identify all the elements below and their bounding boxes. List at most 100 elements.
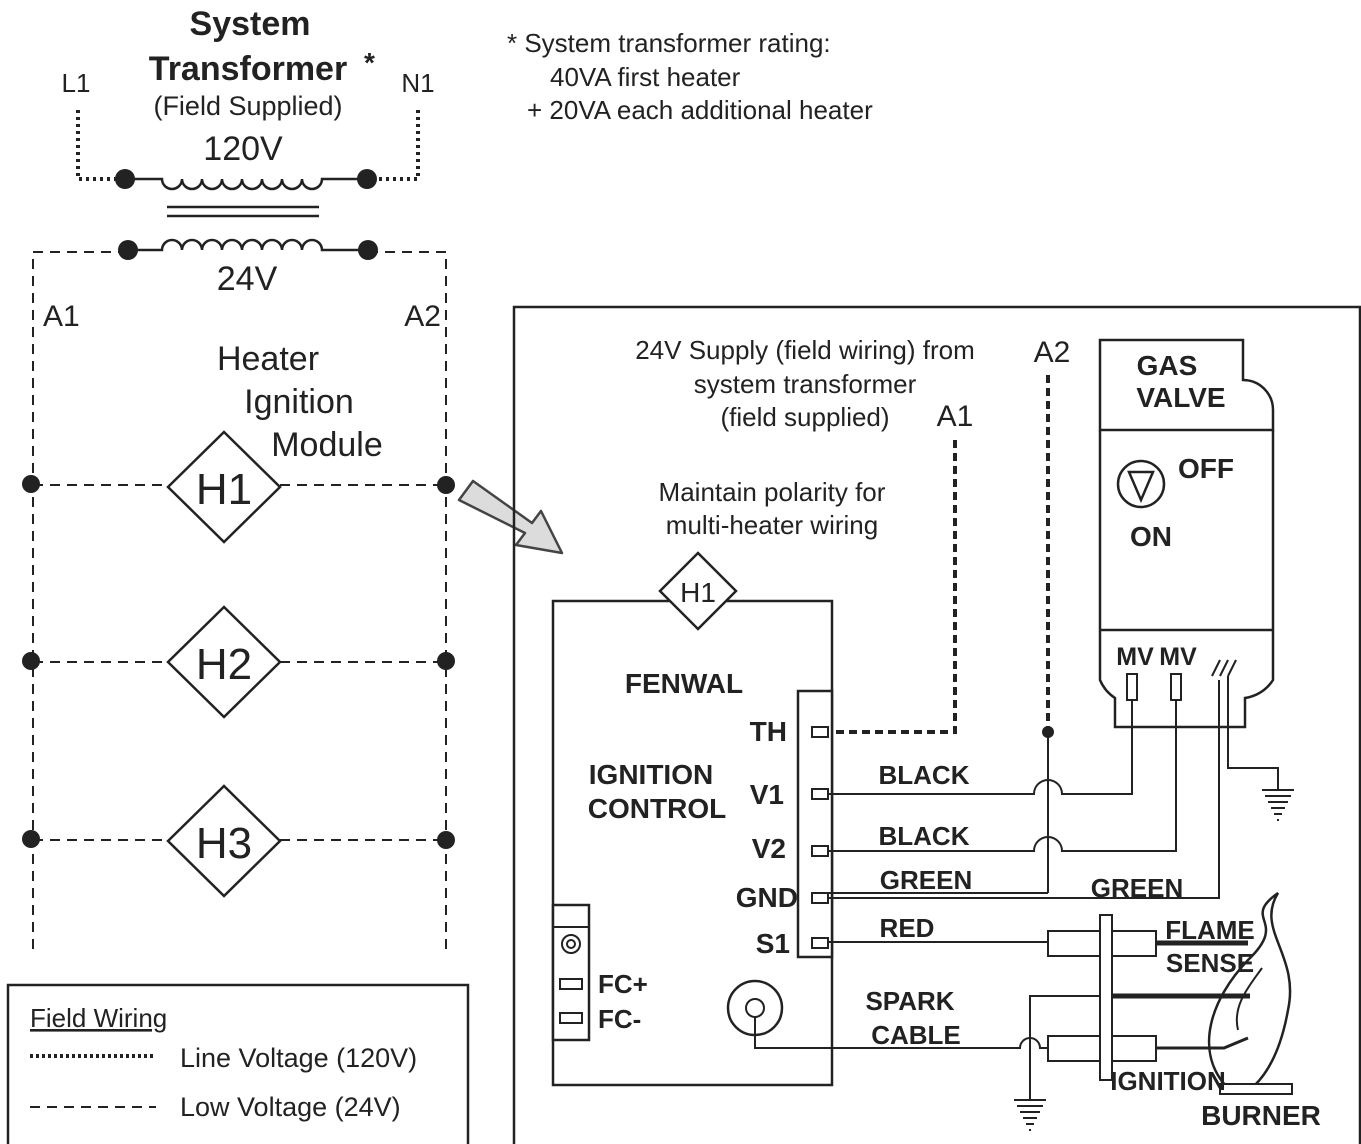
module-label-line1: Heater bbox=[217, 340, 319, 378]
heater-h3-node-right bbox=[437, 831, 455, 849]
burner-ground-icon bbox=[1014, 1099, 1046, 1131]
fc-plus-label: FC+ bbox=[598, 969, 648, 999]
flame-icon bbox=[1207, 891, 1292, 1086]
flame-inner-icon bbox=[1235, 967, 1263, 1031]
heater-h3-node-left bbox=[22, 830, 40, 848]
ignition-label: IGNITION bbox=[1110, 1066, 1226, 1096]
primary-terminal-left bbox=[115, 169, 135, 189]
v2-wire-label: BLACK bbox=[879, 821, 970, 851]
flame-sensor-insulator-right bbox=[1111, 930, 1157, 957]
transformer-title-line2: Transformer bbox=[149, 50, 347, 88]
brand-label: FENWAL bbox=[625, 668, 743, 699]
polarity-note-line2: multi-heater wiring bbox=[666, 510, 878, 540]
flame-sense-label-line1: FLAME bbox=[1165, 915, 1255, 945]
supply-note-line3: (field supplied) bbox=[720, 402, 889, 432]
terminal-gnd-label: GND bbox=[736, 882, 798, 913]
system-transformer: System Transformer * (Field Supplied) 12… bbox=[32, 5, 447, 955]
fc-minus-tab bbox=[559, 1012, 583, 1024]
legend-box bbox=[6, 983, 470, 1144]
detail-a2-label: A2 bbox=[1034, 336, 1071, 369]
gas-valve: GAS VALVE OFF ON MV MV bbox=[1098, 338, 1294, 821]
valve-direction-icon bbox=[1127, 470, 1155, 504]
detail-frame bbox=[512, 305, 1361, 1144]
heater-h2-label: H2 bbox=[196, 640, 252, 689]
terminal-th-tab bbox=[811, 726, 829, 738]
fc-led-inner bbox=[566, 939, 576, 949]
gas-valve-label-line1: GAS bbox=[1137, 350, 1198, 381]
heater-h1: H1 bbox=[22, 430, 455, 544]
heater-h1-diamond bbox=[166, 430, 282, 544]
secondary-terminal-left bbox=[118, 240, 138, 260]
terminal-v2-tab bbox=[811, 845, 829, 857]
rail-a2-label: A2 bbox=[404, 300, 441, 333]
heater-ignition-module-label: Heater Ignition Module bbox=[217, 340, 383, 464]
a1-field-wire bbox=[832, 440, 957, 734]
spark-output-inner bbox=[745, 998, 765, 1018]
valve-mv1-label: MV bbox=[1116, 643, 1154, 671]
valve-off-label: OFF bbox=[1178, 453, 1234, 484]
valve-earth-wire bbox=[1227, 676, 1279, 790]
module-label-line2: Ignition bbox=[244, 383, 354, 421]
gas-valve-lower-body bbox=[1098, 430, 1275, 729]
terminal-v1-label: V1 bbox=[750, 779, 784, 810]
terminal-th-label: TH bbox=[750, 716, 787, 747]
primary-coil bbox=[125, 177, 367, 191]
detail-panel: 24V Supply (field wiring) from system tr… bbox=[512, 305, 1361, 1144]
flame-sensor-insulator-left bbox=[1047, 930, 1101, 957]
valve-mv1-terminal bbox=[1126, 673, 1138, 701]
polarity-note-line1: Maintain polarity for bbox=[659, 477, 886, 507]
heater-h3-label: H3 bbox=[196, 819, 252, 868]
ignition-control: H1 FENWAL IGNITION CONTROL TH V1 V2 GND … bbox=[551, 551, 834, 1087]
heater-h2-node-right bbox=[437, 652, 455, 670]
rail-a2 bbox=[368, 251, 447, 955]
igniter-rod bbox=[1156, 1036, 1249, 1050]
secondary-coil bbox=[128, 238, 368, 252]
legend-title: Field Wiring bbox=[30, 1003, 167, 1033]
valve-chassis-ground-icon bbox=[1211, 659, 1237, 677]
rating-note: * System transformer rating: 40VA first … bbox=[507, 28, 873, 125]
s1-wire-label: RED bbox=[880, 913, 935, 943]
rail-a1-label: A1 bbox=[43, 300, 80, 333]
module-tag-diamond bbox=[658, 551, 738, 631]
line-terminal-label: L1 bbox=[62, 68, 91, 98]
gnd-valve-wire-label: GREEN bbox=[1091, 873, 1183, 903]
flame-sense-label-line2: SENSE bbox=[1166, 948, 1254, 978]
igniter-insulator-left bbox=[1047, 1035, 1101, 1062]
spark-cable bbox=[754, 1017, 1048, 1049]
rating-note-line1: * System transformer rating: bbox=[507, 28, 831, 58]
heater-h2: H2 bbox=[22, 605, 455, 719]
transformer-asterisk: * bbox=[364, 47, 375, 78]
control-label-line2: CONTROL bbox=[588, 793, 726, 824]
primary-voltage-label: 120V bbox=[203, 130, 283, 168]
legend-line-voltage-label: Line Voltage (120V) bbox=[180, 1043, 417, 1073]
fc-plus-tab bbox=[559, 978, 583, 990]
detail-a1-label: A1 bbox=[937, 400, 974, 433]
burner-ground-wire bbox=[1029, 995, 1105, 1100]
heater-h3: H3 bbox=[22, 784, 455, 898]
secondary-voltage-label: 24V bbox=[217, 260, 278, 298]
rail-a1 bbox=[32, 251, 128, 950]
gas-valve-body bbox=[1098, 338, 1275, 432]
terminal-s1-label: S1 bbox=[756, 928, 790, 959]
gnd-wire-label: GREEN bbox=[880, 865, 972, 895]
burner-port bbox=[1219, 1083, 1293, 1095]
rating-note-line3: + 20VA each additional heater bbox=[527, 95, 873, 125]
ignition-control-box bbox=[551, 599, 834, 1087]
gnd-wire bbox=[828, 680, 1220, 899]
legend-low-voltage-label: Low Voltage (24V) bbox=[180, 1092, 401, 1122]
spark-cable-label-line2: CABLE bbox=[871, 1020, 961, 1050]
module-label-line3: Module bbox=[271, 426, 383, 464]
detail-arrow-icon bbox=[457, 479, 564, 555]
valve-mv2-terminal bbox=[1170, 673, 1182, 701]
burner-bracket bbox=[1099, 914, 1113, 1081]
terminal-v2-label: V2 bbox=[752, 833, 786, 864]
fc-minus-label: FC- bbox=[598, 1004, 641, 1034]
v1-wire-label: BLACK bbox=[879, 760, 970, 790]
v2-wire bbox=[828, 700, 1177, 852]
secondary-terminal-right bbox=[358, 240, 378, 260]
transformer-subtitle: (Field Supplied) bbox=[153, 91, 342, 121]
rating-note-line2: 40VA first heater bbox=[550, 62, 741, 92]
line-voltage-lead-left bbox=[76, 110, 125, 181]
v1-wire bbox=[828, 700, 1133, 795]
